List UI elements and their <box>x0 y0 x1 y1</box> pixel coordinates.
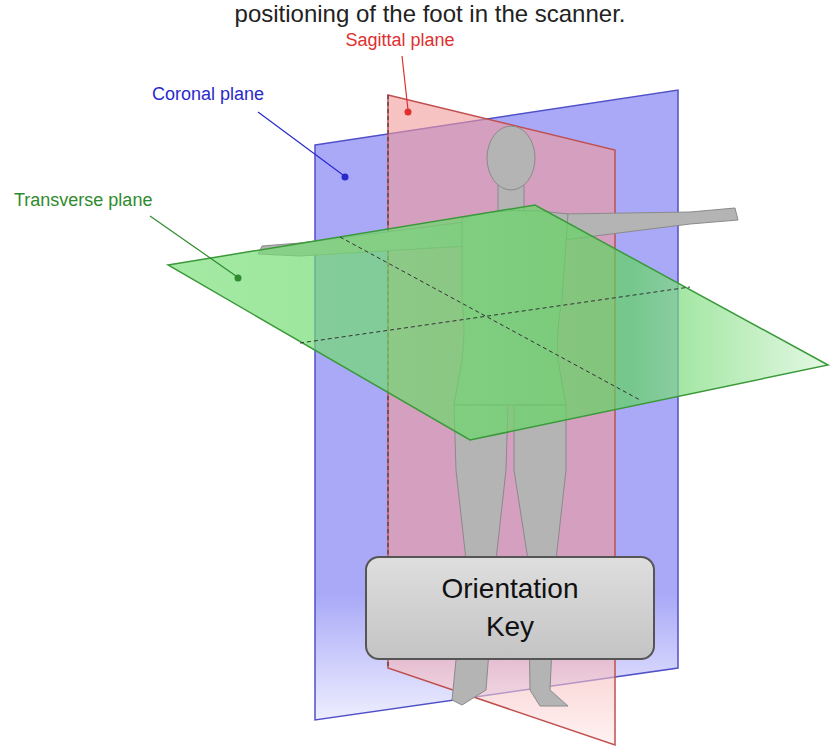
hidden-edge <box>300 287 690 343</box>
hidden-edge <box>340 237 640 400</box>
plane-label: Coronal plane <box>152 84 264 106</box>
plane-label: Sagittal plane <box>345 30 454 52</box>
plane-label: Transverse plane <box>14 190 152 212</box>
caption-fragment: positioning of the foot in the scanner. <box>235 0 626 29</box>
leader-line <box>150 216 236 276</box>
transverse-plane <box>168 205 828 440</box>
left-leg <box>452 405 508 705</box>
key-label: Orientation Key <box>415 570 605 646</box>
leader-line <box>402 56 408 110</box>
leader-dot <box>235 275 242 282</box>
key-box: Orientation Key <box>365 556 655 660</box>
head <box>487 126 535 190</box>
leader-dot <box>342 174 349 181</box>
leader-line <box>258 112 343 175</box>
leader-dot <box>405 109 412 116</box>
